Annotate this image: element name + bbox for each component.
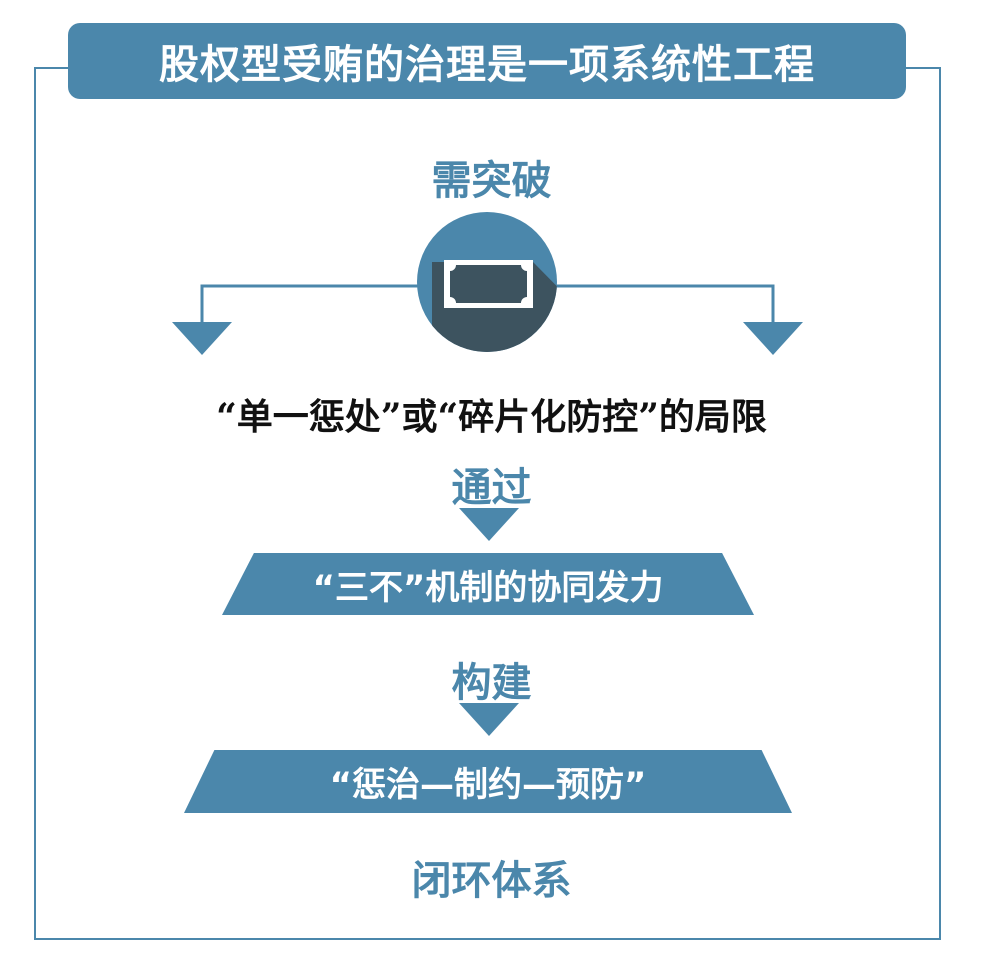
limitation-text: “单一惩处”或“碎片化防控”的局限 xyxy=(216,396,767,438)
arrow-down-2 xyxy=(459,703,519,736)
step-through: 通过 xyxy=(451,465,532,511)
arrow-down-1 xyxy=(459,508,519,541)
chain-band: “惩治—制约—预防” xyxy=(184,750,792,813)
banknote-icon xyxy=(417,212,557,352)
result-text: 闭环体系 xyxy=(411,858,572,904)
arrow-down-right xyxy=(743,322,803,355)
connector-right xyxy=(554,284,775,322)
arrow-down-left xyxy=(172,322,232,355)
step-build: 构建 xyxy=(451,660,532,706)
step-need-breakthrough: 需突破 xyxy=(431,158,552,204)
page-title: 股权型受贿的治理是一项系统性工程 xyxy=(68,23,906,99)
connector-left xyxy=(200,284,420,322)
mechanism-band: “三不”机制的协同发力 xyxy=(222,553,754,615)
